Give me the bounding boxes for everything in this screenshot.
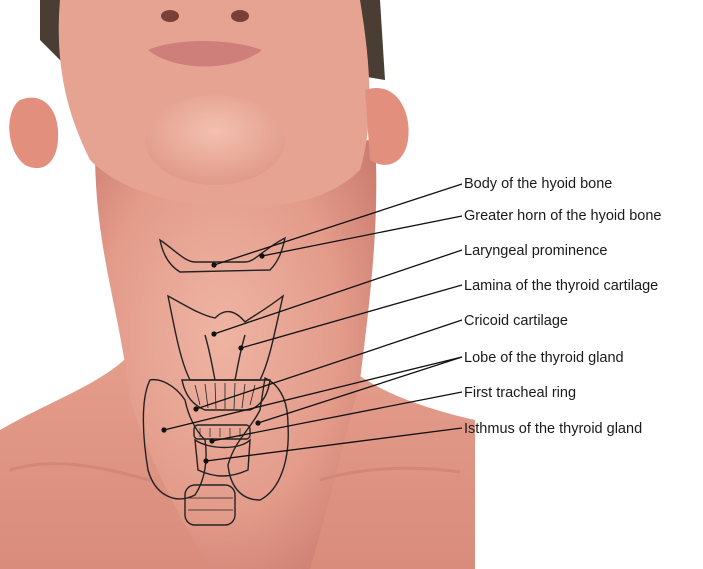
label-lamina-of-thyroid-cartilage: Lamina of the thyroid cartilage [464,277,658,295]
ear-left [9,98,58,168]
label-greater-horn-of-hyoid-bone: Greater horn of the hyoid bone [464,207,662,225]
label-laryngeal-prominence: Laryngeal prominence [464,242,607,260]
label-cricoid-cartilage: Cricoid cartilage [464,312,568,330]
label-lobe-of-thyroid-gland: Lobe of the thyroid gland [464,349,624,367]
label-body-of-hyoid-bone: Body of the hyoid bone [464,175,612,193]
label-isthmus-of-thyroid-gland: Isthmus of the thyroid gland [464,420,642,438]
nostril-left [161,10,179,22]
chin [145,95,285,185]
label-first-tracheal-ring: First tracheal ring [464,384,576,402]
nostril-right [231,10,249,22]
ear-right [365,88,409,165]
